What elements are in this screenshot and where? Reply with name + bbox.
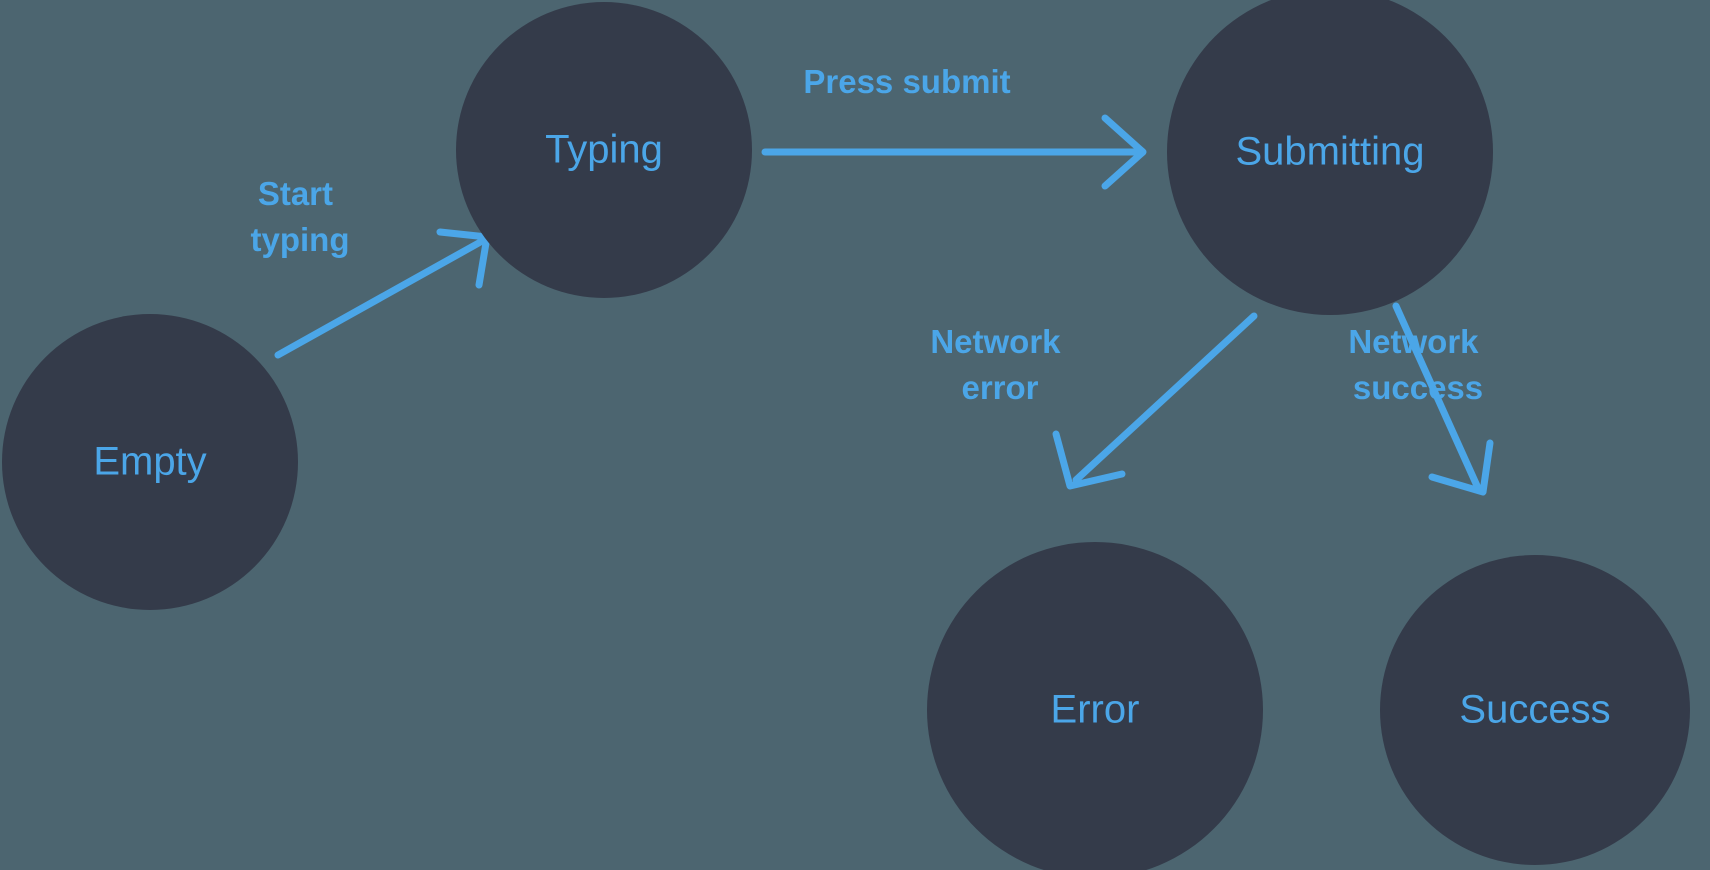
transition-label-network-error: Network error [930, 323, 1069, 406]
success-node-circle [1380, 555, 1690, 865]
state-node-typing[interactable]: Typing [456, 2, 752, 298]
press-submit-label-line-1: Press submit [803, 63, 1010, 100]
network-success-arrow-head [1428, 439, 1494, 496]
empty-node-label: Empty [93, 440, 206, 484]
empty-node-circle [2, 314, 298, 610]
typing-node-label: Typing [545, 128, 663, 172]
start-typing-label-line-2: typing [251, 221, 350, 258]
transition-network-success[interactable] [1392, 302, 1494, 496]
state-node-submitting[interactable]: Submitting [1167, 0, 1493, 315]
state-node-error[interactable]: Error [927, 542, 1263, 870]
network-error-label-line-2: error [961, 369, 1038, 406]
transition-press-submit[interactable] [761, 114, 1147, 190]
network-success-label-line-1: Network [1348, 323, 1479, 360]
error-node-circle [927, 542, 1263, 870]
network-error-arrow-line [1072, 312, 1258, 484]
success-node-label: Success [1459, 688, 1610, 732]
press-submit-arrow-head [1101, 114, 1147, 190]
submitting-node-label: Submitting [1236, 130, 1425, 174]
network-error-arrow-head [1052, 430, 1126, 490]
transition-label-network-success: Network success [1348, 323, 1487, 406]
error-node-label: Error [1051, 688, 1140, 732]
start-typing-arrow-line [274, 236, 488, 359]
transition-label-start-typing: Start typing [251, 175, 350, 258]
state-node-success[interactable]: Success [1380, 555, 1690, 865]
transition-label-press-submit: Press submit [803, 63, 1010, 100]
transition-network-error[interactable] [1052, 312, 1258, 490]
network-success-arrow-line [1392, 302, 1482, 492]
state-node-empty[interactable]: Empty [2, 314, 298, 610]
network-error-label-line-1: Network [930, 323, 1061, 360]
network-success-label-line-2: success [1353, 369, 1483, 406]
start-typing-label-line-1: Start [258, 175, 333, 212]
typing-node-circle [456, 2, 752, 298]
submitting-node-circle [1167, 0, 1493, 315]
